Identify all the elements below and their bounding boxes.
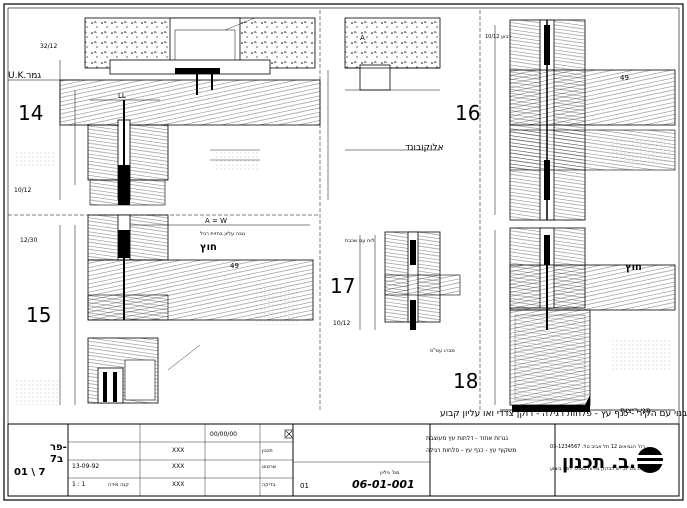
tb-date: 13-09-92 [72, 463, 99, 470]
tb-drawing-no-label: מס' גיליון [380, 470, 399, 476]
d18-outside-label: חוץ [625, 262, 642, 273]
tb-project-title-2: משקוף עץ - כנף עץ - פלחות רגילה [426, 447, 516, 454]
d14-dim-ll: LL [118, 92, 126, 100]
tb-scale-label: קנה מידה [108, 482, 129, 488]
tb-sheet-fraction: 01 \ 7 [14, 467, 46, 478]
d16-dim-49: 49 [620, 74, 629, 82]
tb-company-logo: א.ב. תכנון [562, 452, 649, 473]
mid-dim-a: A [360, 34, 365, 42]
detail-15: A = W גובה עליון בחזית רגיל חוץ 49 15 12… [15, 214, 314, 405]
tb-drawing-number: 06-01-001 [352, 478, 415, 491]
d18-floor-label: פני ריצוף [620, 406, 651, 415]
mid-insulation-label: אלוקובונד [405, 143, 444, 153]
detail-17: 17 לוח עם שכבת 10/12 [330, 231, 461, 330]
tb-revision: 01 [300, 482, 309, 490]
d15-outside-label: חוץ [200, 242, 217, 253]
d16-top-note: 10/12 רבוע [485, 34, 511, 40]
detail-number-14: 14 [18, 101, 43, 125]
tb-sheet-code: פר- [50, 442, 67, 453]
d18-top-note: מברג עמ"ס [430, 348, 455, 354]
sheet-border [3, 3, 684, 501]
d14-level-label: U.K.גמר [8, 71, 41, 81]
detail-number-15: 15 [26, 303, 51, 327]
tb-scale: 1 : 1 [72, 481, 86, 488]
tb-row-1-value: XXX [172, 463, 184, 470]
tb-row-0-value: XXX [172, 447, 184, 454]
d15-label-a-eq: A = W [205, 217, 227, 225]
tb-approval-0: 00/00/00 [210, 431, 237, 438]
d17-top-note: לוח עם שכבת [345, 238, 375, 244]
detail-number-18: 18 [453, 369, 478, 393]
detail-16: 16 10/12 רבוע 49 [455, 19, 676, 221]
tb-sheet-code-b: 7ב [50, 454, 63, 465]
detail-18: חוץ 18 מברג עמ"ס פני ריצוף [430, 227, 676, 415]
tb-row-0-label: תכנון [262, 448, 273, 454]
d15-top-note: גובה עליון בחזית רגיל [200, 231, 245, 237]
d15-dim-12-30: 12/30 [20, 237, 37, 244]
tb-row-1-label: שרטוט [262, 464, 277, 470]
detail-middle-top: A אלוקובונד [327, 17, 444, 200]
d17-dim-10-12: 10/12 [333, 320, 350, 327]
title-block: פר- 7ב 01 \ 7 00/00/00 XXX תכנון XXX שרט… [7, 423, 680, 497]
tb-row-2-label: בדיקה [262, 482, 276, 488]
d14-dim-32-12: 32/12 [40, 43, 57, 50]
drawing-caption: משקוף עץ, בנוי עם הקיר - כנף עץ - פלחות … [440, 409, 687, 419]
company-logo-icon [637, 447, 663, 473]
tb-project-title-1: נגרות אחוד - דלתות עץ מעוצבת [426, 435, 508, 442]
tb-row-2-value: XXX [172, 481, 184, 488]
tb-company-address: רח' הנביאים 12 תל אביב טל. 03-1234567 [550, 444, 645, 450]
tb-notes: כל המידות בס"מ, יש לבדוק מידות באתר לפני… [550, 466, 660, 472]
d14-dim-10-12: 10/12 [14, 187, 31, 194]
detail-number-17: 17 [330, 274, 355, 298]
detail-number-16: 16 [455, 101, 480, 125]
d15-dim-49: 49 [230, 262, 239, 270]
detail-14: LL 32/12 U.K.גמר 14 10/12 [8, 17, 321, 206]
